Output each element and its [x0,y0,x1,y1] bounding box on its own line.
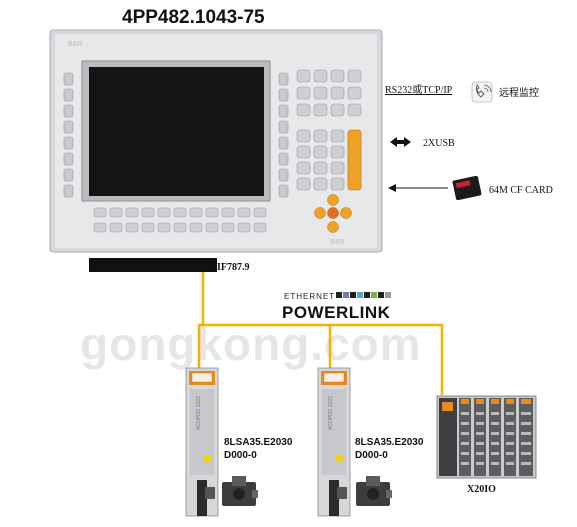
powerlink-cables [197,272,444,395]
drive-2-model: 8LSA35.E2030 [355,437,424,448]
right-softkeys [278,72,289,198]
panel-brand: B&R [68,41,82,48]
left-softkeys [63,72,74,198]
panel-screen [89,67,264,196]
usb-label-group: 2XUSB [390,137,455,149]
powerlink-logo: ETHERNET POWERLINK [282,292,391,322]
function-keys-row1 [93,207,267,218]
panel-brand-small: B&R [330,239,344,246]
remote-monitor-label: 远程监控 [499,86,539,99]
navigation-keys [314,194,352,233]
panel-interface-label: 3IF787.9 [212,262,250,273]
double-arrow-icon [390,137,411,147]
cf-card-label: 64M CF CARD [489,185,553,196]
arrow-left-icon [388,184,396,192]
cf-card-icon [452,175,482,201]
servo-motor-1 [222,476,258,506]
keypad [296,69,362,191]
enter-key [347,129,362,191]
cf-label-group: 64M CF CARD [388,175,553,201]
redacted-label-bar [89,258,217,272]
usb-label: 2XUSB [423,138,455,149]
x20-io-module [436,395,537,479]
function-keys-row2 [93,222,267,233]
ethernet-text: ETHERNET [284,292,335,301]
x20-io-label: X20IO [467,484,496,495]
rs232-label-group: RS232或TCP/IP 远程监控 [385,81,539,103]
drive-2-motor: D000-0 [355,450,388,461]
servo-motor-2 [356,476,392,506]
power-panel: B&R B&R [49,29,383,253]
svg-text:ACOPOS 1022: ACOPOS 1022 [196,396,202,430]
servo-drive-1: ACOPOS 1022 [185,367,219,517]
drive-1-motor: D000-0 [224,450,257,461]
diagram-title: 4PP482.1043-75 [122,7,265,28]
ethernet-squares [336,292,391,298]
drive-1-model: 8LSA35.E2030 [224,437,293,448]
svg-text:ACOPOS 1022: ACOPOS 1022 [328,396,334,430]
rs232-label: RS232或TCP/IP [385,84,453,96]
watermark-text: gongkong.com [80,318,422,370]
powerlink-text: POWERLINK [282,303,391,322]
servo-drive-2: ACOPOS 1022 [317,367,351,517]
